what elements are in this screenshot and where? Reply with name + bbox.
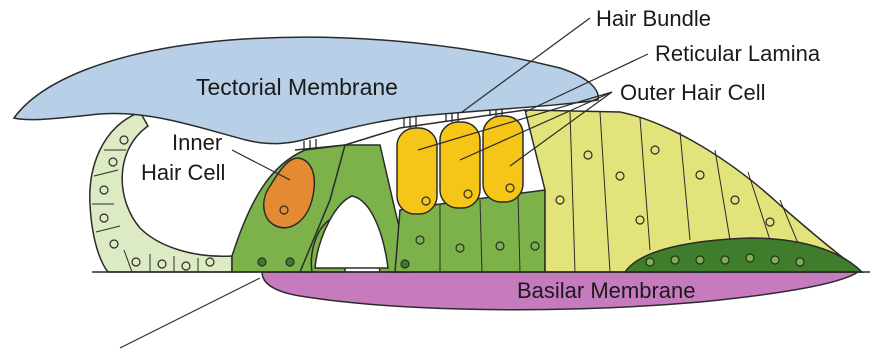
- tectorial-membrane-label: Tectorial Membrane: [196, 74, 398, 100]
- hair-bundle-label: Hair Bundle: [596, 6, 711, 31]
- basilar-membrane-label: Basilar Membrane: [517, 278, 696, 303]
- outer-hair-cell-2: [440, 122, 480, 208]
- outer-hair-cells: [397, 116, 523, 214]
- nerve-fiber-leader: [120, 278, 260, 348]
- inner-hair-cell-label-line1: Inner: [172, 130, 222, 155]
- inner-hair-cell-label-line2: Hair Cell: [141, 160, 225, 185]
- inner-hair-cell-nucleus: [280, 206, 288, 214]
- outer-hair-cell-1: [397, 128, 437, 214]
- reticular-lamina-label: Reticular Lamina: [655, 41, 821, 66]
- outer-hair-cell-label: Outer Hair Cell: [620, 80, 765, 105]
